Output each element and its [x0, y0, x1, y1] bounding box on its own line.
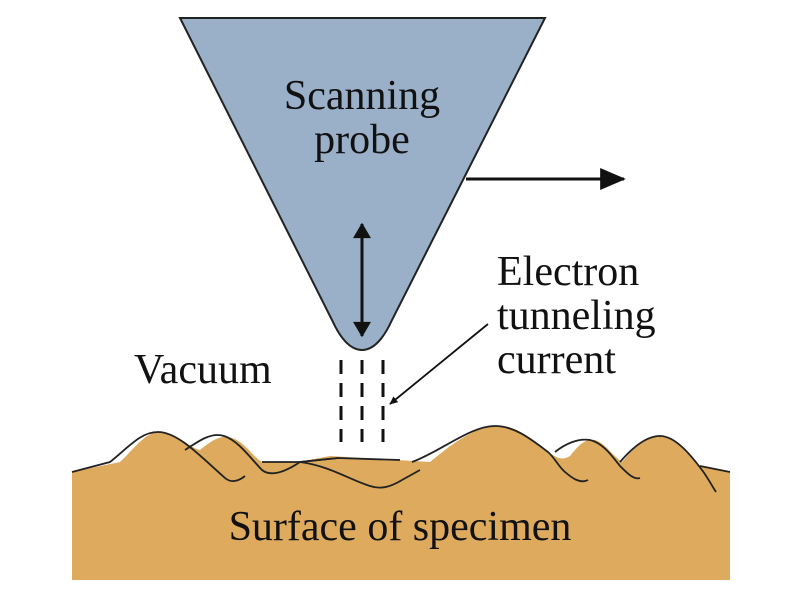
surface-outline-ridge2 [184, 434, 339, 475]
probe-tip [178, 17, 547, 352]
specimen [71, 425, 731, 580]
surface-outline-ridge5 [554, 438, 641, 480]
surface-label: Surface of specimen [228, 504, 572, 550]
probe-label: Scanning probe [262, 74, 462, 162]
scanning-probe [178, 17, 547, 352]
probe-label-line2: probe [314, 117, 410, 163]
tunneling-current-lines [339, 360, 385, 442]
probe-label-line1: Scanning [283, 73, 441, 119]
surface-outline-ridge6 [619, 435, 717, 493]
vacuum-label: Vacuum [134, 347, 272, 393]
surface-outline-mid [262, 457, 401, 463]
current-pointer-arrow [389, 323, 489, 405]
surface-outline-ridge4 [411, 425, 589, 483]
surface-outline-left [71, 431, 246, 482]
specimen-body [72, 425, 730, 580]
current-label-line2: tunneling [497, 293, 656, 339]
surface-outline-ridge3 [299, 461, 421, 489]
surface-outline-right [699, 465, 731, 473]
current-label-line3: current [497, 337, 616, 383]
current-label-line1: Electron [497, 249, 640, 295]
current-label: Electron tunneling current [497, 250, 656, 382]
